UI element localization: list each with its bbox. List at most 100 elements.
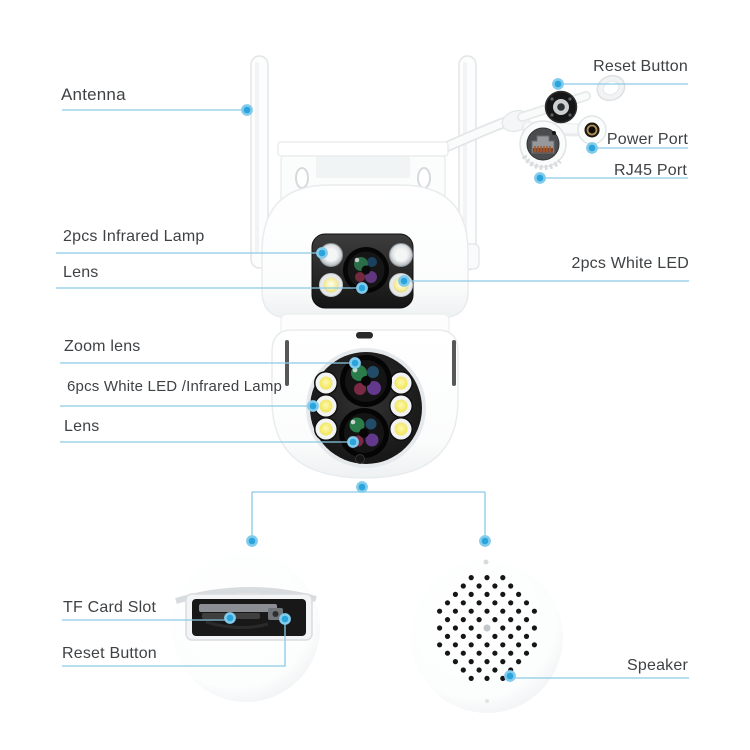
speaker-hole (531, 642, 538, 648)
camera-head (261, 184, 469, 319)
dot-speaker-circle-top (479, 535, 491, 547)
dot-white-led2 (398, 275, 410, 287)
speaker-hole (468, 608, 474, 614)
speaker-hole (484, 608, 490, 614)
label-speaker: Speaker (627, 657, 688, 674)
callout-reset-bottom-line (62, 622, 286, 667)
speaker-hole (437, 625, 443, 631)
speaker-hole (444, 633, 451, 640)
speaker-hole (452, 642, 458, 648)
speaker-hole (468, 575, 474, 581)
speaker-hole (500, 642, 506, 648)
speaker-hole (508, 583, 514, 589)
tf-card (199, 604, 277, 612)
speaker-hole (437, 608, 443, 614)
label-white-led-6pcs: 6pcs White LED /Infrared Lamp (67, 378, 283, 395)
callout-bottom-bracket (251, 487, 486, 540)
speaker-hole (484, 575, 490, 581)
speaker-hole (523, 650, 530, 656)
speaker-hole (500, 659, 506, 665)
speaker-hole (460, 583, 466, 589)
speaker-hole (476, 600, 482, 606)
detail-circle-speaker (411, 559, 563, 713)
dot-white-led6 (307, 400, 319, 412)
speaker-hole (468, 642, 474, 648)
speaker-hole (476, 667, 482, 673)
label-infrared-lamp: 2pcs Infrared Lamp (63, 228, 205, 245)
detail-circle-tf (172, 554, 320, 702)
antenna-left (250, 55, 269, 269)
label-antenna: Antenna (61, 85, 126, 104)
dot-tf-circle-top (246, 535, 258, 547)
label-lens-lower: Lens (64, 418, 100, 435)
speaker-center-mark (483, 624, 491, 632)
speaker-hole (468, 591, 474, 598)
speaker-hole (452, 591, 458, 598)
speaker-hole (444, 600, 451, 606)
label-zoom-lens: Zoom lens (64, 338, 141, 355)
speaker-hole (460, 633, 466, 640)
speaker-hole (460, 617, 466, 623)
dot-lens-upper (356, 282, 368, 294)
main-lens (339, 408, 389, 458)
speaker-hole (476, 617, 482, 623)
speaker-hole (437, 642, 443, 648)
label-lens-upper: Lens (63, 264, 99, 281)
dot-power (586, 142, 598, 154)
rj45-connector (519, 120, 567, 171)
dot-antenna (241, 104, 253, 116)
power-port-face (577, 115, 607, 145)
speaker-hole (508, 600, 514, 606)
speaker-hole (444, 650, 451, 656)
dot-lens-lower (347, 436, 359, 448)
speaker-hole (452, 659, 458, 665)
dot-reset-top (552, 78, 564, 90)
speaker-hole (476, 583, 482, 589)
speaker-hole (492, 600, 498, 606)
speaker-hole (523, 600, 530, 606)
dot-reset-bottom (279, 613, 291, 625)
dot-tf-slot (224, 612, 236, 624)
speaker-hole (460, 600, 466, 606)
speaker-hole (492, 650, 498, 656)
speaker-hole (492, 617, 498, 623)
label-rj45-port: RJ45 Port (614, 162, 687, 179)
speaker-hole (516, 659, 522, 665)
speaker-hole (516, 591, 522, 598)
speaker-hole (523, 633, 530, 640)
speaker-hole (523, 617, 530, 623)
reset-button-housing (544, 90, 578, 124)
speaker-hole (516, 608, 522, 614)
speaker-hole (452, 608, 458, 614)
speaker-hole (468, 659, 474, 665)
label-tf-card-slot: TF Card Slot (63, 599, 157, 616)
speaker-hole (531, 608, 538, 614)
speaker-hole (468, 675, 474, 682)
speaker-hole (492, 667, 498, 673)
wide-angle-lens (343, 247, 389, 293)
white-led-left (319, 273, 343, 297)
dot-rj45 (534, 172, 546, 184)
speaker-hole (492, 633, 498, 640)
speaker-hole (500, 591, 506, 598)
label-reset-button-bottom: Reset Button (62, 645, 157, 662)
label-reset-button-top: Reset Button (593, 58, 688, 75)
speaker-hole (484, 675, 490, 682)
callout-lines (56, 83, 689, 679)
speaker-hole (484, 642, 490, 648)
speaker-hole (516, 625, 522, 631)
speaker-hole (476, 633, 482, 640)
speaker-hole (516, 642, 522, 648)
speaker-hole (484, 659, 490, 665)
speaker-hole (460, 650, 466, 656)
dot-bottom-center (356, 481, 368, 493)
camera-lower-unit (271, 313, 459, 479)
dot-zoom-lens (349, 357, 361, 369)
speaker-hole (468, 625, 474, 631)
screw-hole (355, 454, 365, 464)
dot-infrared (316, 247, 328, 259)
speaker-hole (476, 650, 482, 656)
dot-speaker (504, 670, 516, 682)
